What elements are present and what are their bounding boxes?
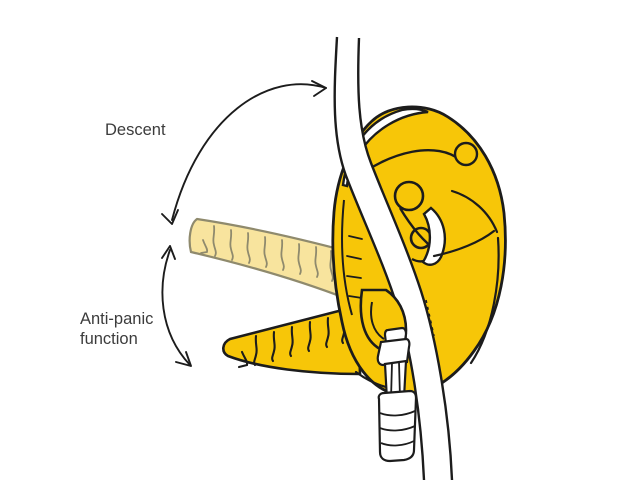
handle-anti-panic-position bbox=[222, 304, 362, 376]
anti-panic-label-line2: function bbox=[80, 330, 138, 348]
ghost-handle-grip-ribs bbox=[200, 225, 334, 282]
rope bbox=[333, 36, 454, 480]
rivet-top bbox=[453, 141, 479, 167]
handle-descent-position-ghost bbox=[188, 217, 352, 300]
body-contour-lines bbox=[354, 189, 500, 391]
pulley-axle bbox=[393, 180, 425, 212]
carabiner bbox=[376, 326, 418, 463]
descent-arrow-arc bbox=[171, 83, 327, 221]
descent-arrow-head-handle-end bbox=[161, 209, 179, 225]
rope-stitch-marks bbox=[425, 299, 435, 337]
carabiner-locking-sleeve bbox=[377, 389, 418, 463]
anti-panic-arrow-head-bottom bbox=[175, 351, 192, 367]
anti-panic-arrow-arc bbox=[161, 249, 191, 366]
solid-handle-grip-ribs bbox=[237, 312, 346, 369]
carabiner-sleeve-rings bbox=[379, 410, 416, 447]
anti-panic-label-line1: Anti-panic bbox=[80, 310, 153, 328]
ghost-handle-body bbox=[188, 217, 352, 300]
rope-edge-right bbox=[357, 37, 454, 480]
descent-rotation-arrow bbox=[161, 80, 327, 225]
rope-edge-left bbox=[333, 36, 426, 480]
left-plate-contour bbox=[341, 199, 353, 316]
rope-band bbox=[334, 37, 452, 480]
descent-arrow-head-rope-end bbox=[311, 80, 327, 97]
rope-channel-crescent bbox=[421, 206, 446, 266]
attachment-hole bbox=[370, 301, 385, 340]
descent-label: Descent bbox=[105, 121, 166, 139]
anti-panic-rotation-arrow bbox=[161, 245, 192, 367]
anti-panic-arrow-head-top bbox=[161, 245, 176, 260]
